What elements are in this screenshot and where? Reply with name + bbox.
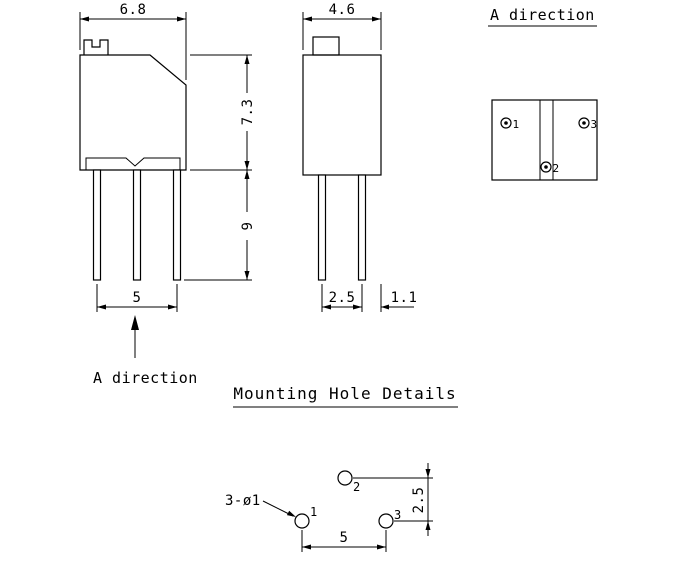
side-lead-span-value: 2.5 xyxy=(329,290,356,306)
front-lead-span-value: 5 xyxy=(133,290,142,306)
mounting-title: Mounting Hole Details xyxy=(233,384,456,403)
adjuster-tab xyxy=(83,39,109,55)
hole-circle xyxy=(378,513,394,529)
mounting-vertical-pitch-value: 2.5 xyxy=(411,487,427,514)
side-view: 4.6 2.5 1.1 xyxy=(302,2,418,312)
lead-pin xyxy=(132,169,142,281)
side-width-value: 4.6 xyxy=(329,2,356,18)
hole-circle xyxy=(294,513,310,529)
arrowhead xyxy=(80,16,89,22)
terminal-mark xyxy=(504,121,508,125)
arrowhead xyxy=(244,161,250,170)
arrowhead xyxy=(303,16,312,22)
front-lead-span-dimension: 5 xyxy=(96,284,178,312)
mounting-hole-details: Mounting Hole Details 2 1 3 3-ø1 2.5 xyxy=(225,384,458,552)
terminal-2: 2 xyxy=(540,161,560,175)
terminal-2-label: 2 xyxy=(553,162,560,175)
lead-pin xyxy=(172,169,182,281)
seat-detail xyxy=(85,157,181,170)
arrowhead xyxy=(244,170,250,179)
arrowhead xyxy=(322,304,331,310)
arrowhead xyxy=(353,304,362,310)
terminal-3-label: 3 xyxy=(591,118,598,131)
arrowhead xyxy=(97,304,106,310)
hole-1-label: 1 xyxy=(310,505,317,519)
front-width-value: 6.8 xyxy=(120,2,147,18)
arrowhead xyxy=(302,544,311,550)
terminal-3: 3 xyxy=(578,117,598,131)
terminal-1-label: 1 xyxy=(513,118,520,131)
arrowhead xyxy=(244,271,250,280)
side-width-dimension: 4.6 xyxy=(302,2,382,50)
arrowhead xyxy=(372,16,381,22)
adjuster-tab xyxy=(312,36,340,56)
side-edge-offset-dimension: 1.1 xyxy=(380,284,418,312)
direction-arrowhead xyxy=(131,315,139,330)
front-body-height-dimension: 7.3 xyxy=(190,54,256,171)
front-lead-length-value: 9 xyxy=(240,222,256,231)
front-view: 6.8 7.3 9 xyxy=(79,2,256,387)
arrowhead xyxy=(177,16,186,22)
arrowhead xyxy=(381,304,389,310)
a-direction-view: A direction 1 3 2 xyxy=(488,6,598,181)
mounting-horizontal-pitch-dimension: 5 xyxy=(301,530,387,552)
lead-pin xyxy=(357,174,367,281)
front-body-height-value: 7.3 xyxy=(240,99,256,126)
hole-3-label: 3 xyxy=(394,508,401,522)
mounting-horizontal-pitch-value: 5 xyxy=(340,530,349,546)
terminal-mark xyxy=(582,121,586,125)
lead-pin xyxy=(317,174,327,281)
arrowhead xyxy=(286,510,296,517)
side-edge-offset-value: 1.1 xyxy=(391,290,418,306)
front-body xyxy=(79,39,187,281)
lead-pin xyxy=(92,169,102,281)
front-width-dimension: 6.8 xyxy=(79,2,187,80)
hole-2-label: 2 xyxy=(353,480,360,494)
mounting-hole-1: 1 xyxy=(294,505,317,529)
side-lead-span-dimension: 2.5 xyxy=(321,284,363,312)
arrowhead xyxy=(425,469,431,478)
body-outline xyxy=(79,54,187,171)
mounting-vertical-pitch-dimension: 2.5 xyxy=(353,463,433,536)
arrowhead xyxy=(244,55,250,64)
front-a-direction-label: A direction xyxy=(93,369,198,387)
hole-circle xyxy=(337,470,353,486)
arrowhead xyxy=(425,521,431,530)
bottom-face-outline xyxy=(491,99,598,181)
hole-diameter-callout: 3-ø1 xyxy=(225,493,296,517)
side-body xyxy=(302,36,382,281)
front-a-direction-callout: A direction xyxy=(93,315,198,387)
mounting-hole-3: 3 xyxy=(378,508,401,529)
terminal-mark xyxy=(544,165,548,169)
arrowhead xyxy=(168,304,177,310)
mounting-hole-2: 2 xyxy=(337,470,360,494)
hole-callout-value: 3-ø1 xyxy=(225,493,261,509)
arrowhead xyxy=(377,544,386,550)
a-direction-view-title: A direction xyxy=(490,6,595,24)
terminal-1: 1 xyxy=(500,117,520,131)
body-outline xyxy=(302,54,382,176)
front-lead-length-dimension: 9 xyxy=(184,170,256,281)
